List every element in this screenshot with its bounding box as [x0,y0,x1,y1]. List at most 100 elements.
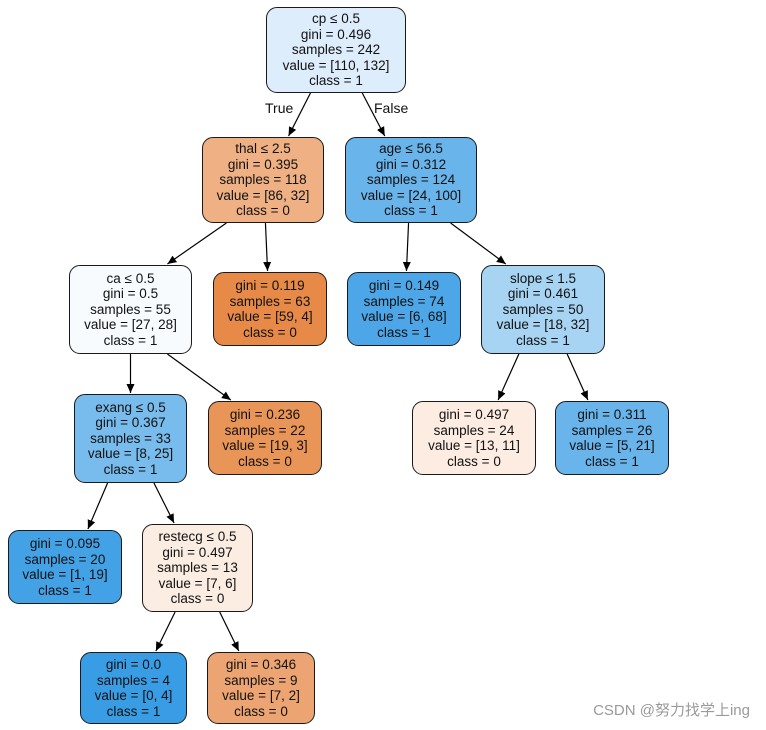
node-text-line: gini = 0.367 [95,415,166,431]
node-text-line: gini = 0.095 [29,536,101,551]
node-text-line: samples = 55 [90,301,171,317]
csdn-watermark: CSDN @努力找学上ing [593,702,750,719]
node-text-line: exang ≤ 0.5 [95,399,166,415]
node-text-line: class = 1 [103,461,158,477]
false-edge-label: False [374,100,409,116]
node-text-line: gini = 0.149 [368,278,440,293]
node-text-line: samples = 50 [502,301,584,317]
node-text-line: gini = 0.346 [225,657,297,672]
node-text-line: class = 1 [309,73,363,89]
node-text-line: class = 1 [516,332,570,348]
node-text-line: class = 1 [585,453,639,469]
tree-edge-arrow [87,482,109,530]
node-text-line: value = [59, 4] [227,309,313,324]
node-text-line: value = [0, 4] [94,688,173,703]
node-text-line: ca ≤ 0.5 [106,270,155,286]
node-text-line: slope ≤ 1.5 [510,270,576,286]
node-text-line: class = 0 [243,324,297,340]
node-text-line: value = [5, 21] [569,438,655,453]
node-text-line: class = 1 [106,703,161,719]
node-text-line: cp ≤ 0.5 [312,11,360,27]
edge-layer [87,92,589,652]
tree-edge-arrow [288,92,311,137]
node-text-line: gini = 0.5 [102,286,159,302]
node-text-line: class = 1 [38,582,92,598]
tree-edge-arrow [167,353,232,401]
node-text-line: gini = 0.497 [162,544,233,560]
node-text-line: restecg ≤ 0.5 [158,529,237,545]
node-text-line: class = 0 [447,453,501,469]
node-text-line: class = 1 [103,332,158,348]
node-text-line: value = [8, 25] [87,446,174,462]
node-text-line: class = 0 [234,703,288,719]
node-text-line: class = 1 [384,203,438,219]
tree-edge-arrow [153,482,175,524]
node-text-line: samples = 20 [24,551,106,567]
node-text-line: samples = 13 [157,560,238,576]
node-text-line: samples = 242 [291,42,381,58]
node-text-line: gini = 0.119 [235,278,305,293]
node-text-line: samples = 9 [224,672,298,688]
node-text-line: value = [13, 11] [428,438,520,453]
node-text-line: value = [18, 32] [496,317,590,333]
node-text-line: value = [7, 2] [222,688,300,703]
node-text-line: samples = 33 [90,430,171,446]
node-text-line: thal ≤ 2.5 [235,141,291,157]
node-text-line: value = [1, 19] [22,567,108,582]
node-text-line: samples = 22 [224,422,306,438]
node-text-line: samples = 4 [96,672,171,688]
tree-edge-arrow [402,222,411,272]
node-text-line: gini = 0.312 [375,156,447,172]
node-text-line: samples = 118 [219,172,307,188]
node-text-line: gini = 0.496 [300,26,372,42]
node-text-line: gini = 0.311 [577,407,647,422]
true-edge-label: True [265,100,294,116]
node-text-line: value = [7, 6] [158,575,237,591]
node-text-line: class = 0 [238,453,292,469]
node-text-line: gini = 0.236 [229,407,301,422]
tree-edge-arrow [167,222,227,265]
node-text-line: value = [86, 32] [216,187,310,203]
node-text-line: class = 1 [377,324,431,340]
tree-edge-arrow [566,353,589,401]
node-text-line: value = [110, 132] [282,57,390,73]
tree-edge-arrow [263,222,272,272]
node-text-line: value = [6, 68] [361,309,447,324]
node-text-line: gini = 0.395 [227,156,299,172]
node-text-line: samples = 124 [366,172,456,188]
node-text-line: gini = 0.497 [438,407,510,422]
tree-edge-arrow [497,353,520,401]
node-text-line: value = [27, 28] [84,317,177,333]
tree-edge-arrow [361,92,386,137]
node-text-line: samples = 63 [229,293,311,309]
tree-edge-arrow [450,222,507,265]
tree-edge-arrow [155,611,176,652]
node-text-line: samples = 24 [433,422,515,438]
node-text-line: class = 0 [170,591,225,607]
tree-edge-arrow [219,611,240,652]
node-text-line: gini = 0.461 [507,286,579,302]
node-text-line: class = 0 [236,203,290,219]
node-text-line: value = [19, 3] [222,438,308,453]
node-text-line: age ≤ 56.5 [379,141,443,157]
node-text-line: gini = 0.0 [105,657,162,672]
node-text-line: samples = 74 [363,293,445,309]
node-text-line: samples = 26 [571,422,653,438]
node-text-line: value = [24, 100] [360,187,462,203]
